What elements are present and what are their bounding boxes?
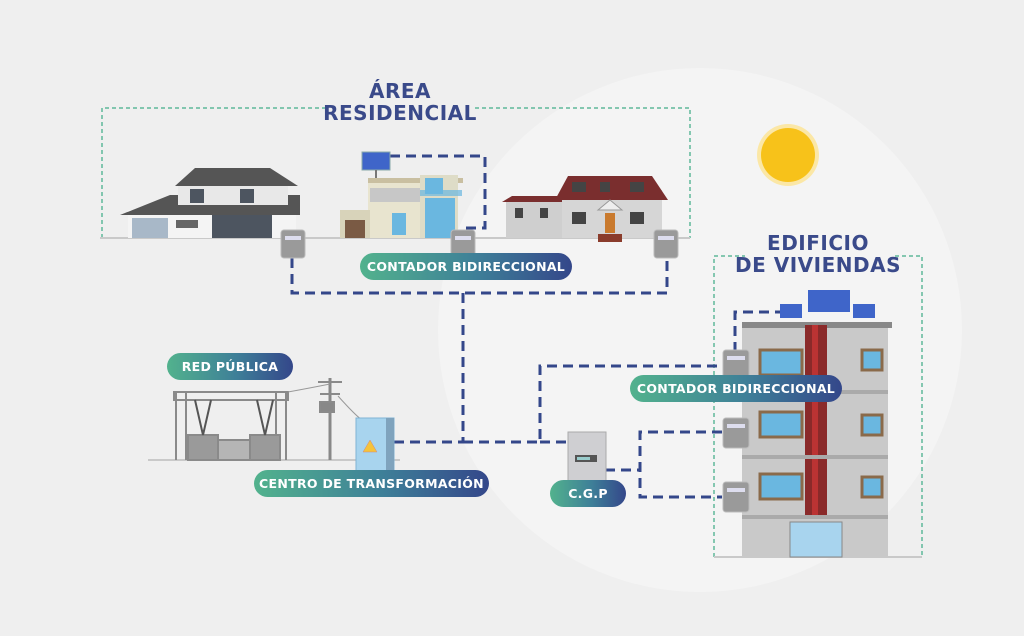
title-line: DE VIVIENDAS bbox=[735, 253, 901, 277]
label-cgp: C.G.P bbox=[550, 480, 626, 507]
title-line: ÁREA bbox=[368, 79, 432, 103]
meter-icon bbox=[722, 417, 750, 449]
warning-icon bbox=[362, 439, 378, 453]
meter-icon bbox=[653, 229, 679, 259]
house-1 bbox=[120, 168, 300, 238]
building-title: EDIFICIO DE VIVIENDAS bbox=[728, 232, 908, 276]
residential-area-border bbox=[101, 107, 691, 238]
residential-area-title: ÁREA RESIDENCIAL bbox=[300, 80, 500, 124]
label-contador-edificio: CONTADOR BIDIRECCIONAL bbox=[630, 375, 842, 402]
meter-icon bbox=[280, 229, 306, 259]
title-line: EDIFICIO bbox=[767, 231, 869, 255]
house-3 bbox=[502, 176, 668, 242]
label-centro-transformacion: CENTRO DE TRANSFORMACIÓN bbox=[254, 470, 489, 497]
building-area-border bbox=[713, 255, 923, 557]
house-2-solar bbox=[340, 151, 463, 238]
sun-icon bbox=[757, 124, 819, 186]
apartment-building bbox=[742, 290, 892, 558]
title-line: RESIDENCIAL bbox=[323, 101, 477, 125]
label-red-publica: RED PÚBLICA bbox=[167, 353, 293, 380]
meter-icon bbox=[722, 481, 750, 513]
transformer-cabinet bbox=[355, 417, 395, 473]
cgp-box bbox=[567, 431, 607, 483]
label-contador-residencial: CONTADOR BIDIRECCIONAL bbox=[360, 253, 572, 280]
substation bbox=[173, 378, 363, 461]
